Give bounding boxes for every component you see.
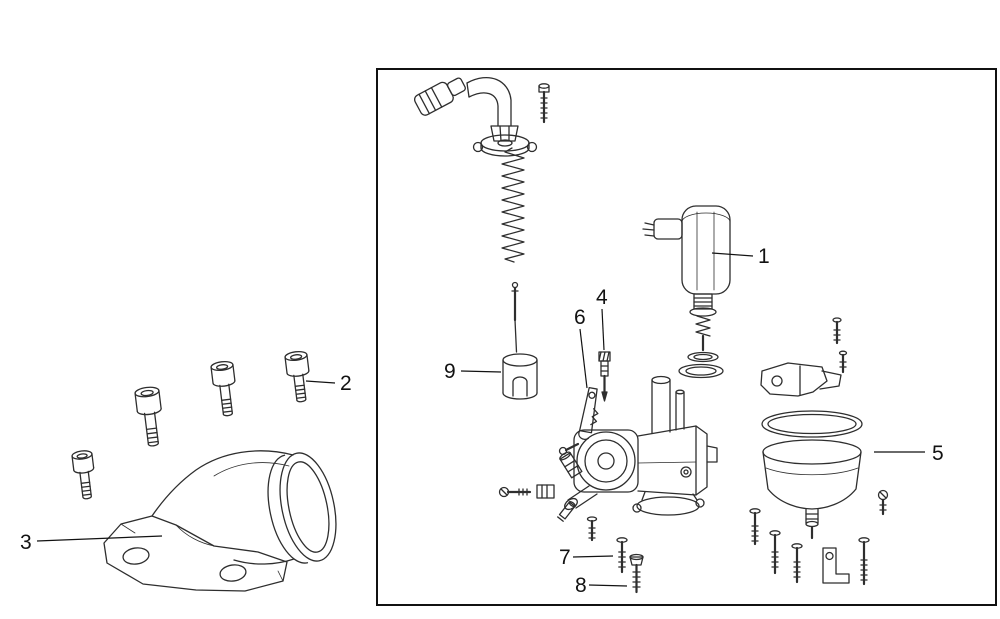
bowl-gasket-icon [761,410,863,438]
jet-needle-icon [511,281,519,353]
callout-7-label: 7 [559,546,571,569]
pilot-jet-icon [536,484,555,499]
callout-2-line [305,380,336,384]
callout-1-label: 1 [758,245,770,268]
small-bolt-icon [557,500,576,522]
starter-plunger-icon [642,205,731,379]
fuel-inlet-fitting-icon [559,451,583,479]
float-bracket-icon [760,362,842,397]
callout-2-label: 2 [340,372,352,395]
callout-9-line [460,370,502,373]
cable-adjuster-icon [413,76,519,142]
manifold-bolt-3-icon [134,386,162,447]
callout-6-line [579,328,588,389]
intake-manifold-icon [103,450,337,592]
throttle-spring-icon [501,147,525,263]
carburetor-body-icon [558,375,718,516]
callout-7-line [572,555,614,558]
manifold-bolt-4-icon [71,450,95,500]
callout-3-label: 3 [20,531,32,554]
float-needle-valve-icon [598,351,611,402]
callout-8-label: 8 [575,574,587,597]
drain-bolt-icon [629,553,644,594]
carb-top-cap-icon [472,134,538,157]
callout-3-line [36,535,163,542]
manifold-bolt-2-icon [210,360,236,417]
callout-6-label: 6 [574,306,586,329]
callout-9-label: 9 [444,360,456,383]
cap-screw-icon [538,83,550,124]
callout-1-line [711,252,754,257]
parts-box-border [376,68,997,606]
throttle-slide-icon [502,353,538,400]
float-bowl-icon [762,439,862,540]
pilot-screw-icon [498,486,532,498]
callouts: 1 2 3 4 5 6 7 8 9 [20,245,944,597]
small-screw-icon [586,516,598,542]
bowl-screw-2-icon [769,530,781,575]
callout-8-line [588,584,628,587]
callout-4-label: 4 [596,286,608,309]
callout-5-label: 5 [932,442,944,465]
bowl-screw-3-icon [791,543,803,584]
bowl-screw-4-icon [858,537,870,586]
manifold-bolt-1-icon [284,350,310,403]
idle-adjust-screw-icon [616,537,628,574]
bowl-side-screw-icon [877,489,889,516]
mount-bracket-icon [822,547,850,584]
bracket-screw-a-icon [832,317,842,345]
bowl-screw-1-icon [749,508,761,546]
callout-4-line [601,308,605,351]
bracket-screw-b-icon [838,350,848,374]
